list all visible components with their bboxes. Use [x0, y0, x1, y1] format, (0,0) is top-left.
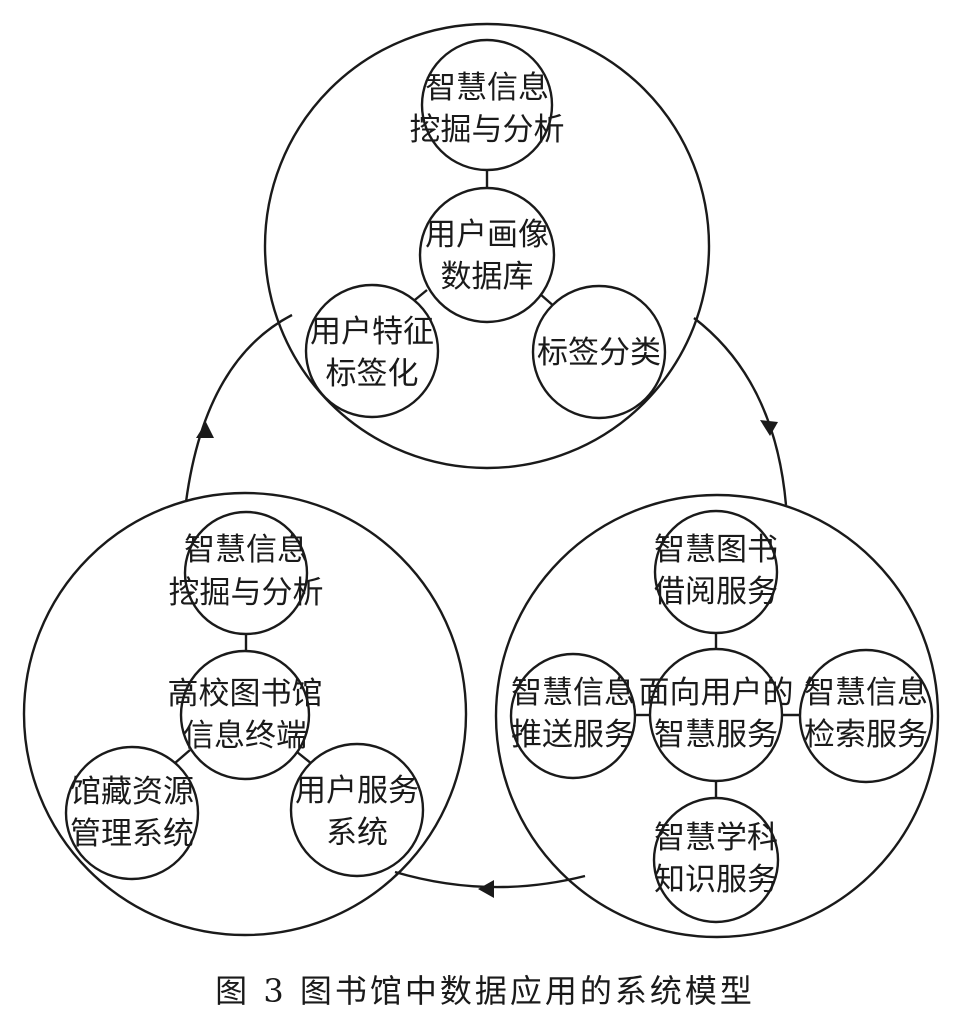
node-br-right-line1: 智慧信息 [804, 675, 928, 711]
node-bl-upper: 智慧信息 挖掘与分析 [169, 510, 324, 636]
cycle-arrow-up [196, 422, 214, 438]
node-br-lower-line1: 智慧学科 [654, 820, 778, 856]
node-bl-left: 馆藏资源 管理系统 [64, 745, 200, 881]
node-top-left-line2: 标签化 [326, 356, 419, 392]
cluster-ring-top [263, 22, 711, 470]
node-top-left-line1: 用户特征 [310, 314, 434, 350]
cycle-arc-right [693, 317, 788, 506]
node-br-left-line2: 推送服务 [511, 717, 635, 753]
node-br-lower: 智慧学科 知识服务 [652, 796, 780, 924]
node-bl-center-line2: 信息终端 [183, 718, 307, 754]
node-br-right: 智慧信息 检索服务 [798, 648, 934, 784]
node-br-center-line1: 面向用户的 [639, 675, 794, 711]
node-bl-upper-line1: 智慧信息 [184, 532, 308, 568]
figure-caption: 图 3 图书馆中数据应用的系统模型 [215, 972, 755, 1010]
cycle-arrow-down [760, 420, 778, 436]
node-bl-center: 高校图书馆 信息终端 [168, 649, 323, 781]
node-top-upper-line1: 智慧信息 [425, 70, 549, 106]
node-top-right-line1: 标签分类 [537, 335, 661, 371]
node-top-upper: 智慧信息 挖掘与分析 [410, 38, 565, 172]
node-bl-right-line2: 系统 [326, 815, 388, 851]
node-br-upper-line1: 智慧图书 [654, 532, 778, 568]
node-bl-upper-line2: 挖掘与分析 [169, 575, 324, 611]
cluster-ring-bottom-right [494, 493, 940, 939]
node-br-center-line2: 智慧服务 [654, 717, 778, 753]
link-bl-right [296, 751, 313, 765]
node-br-upper-line2: 借阅服务 [654, 574, 778, 610]
node-top-left: 用户特征 标签化 [304, 283, 440, 419]
node-top-center-line2: 数据库 [441, 259, 534, 295]
node-bl-right: 用户服务 系统 [289, 742, 425, 878]
cluster-ring-bottom-left [22, 491, 468, 937]
node-br-right-line2: 检索服务 [804, 717, 928, 753]
node-br-upper: 智慧图书 借阅服务 [653, 509, 779, 635]
node-bl-left-line2: 管理系统 [70, 816, 194, 852]
node-top-right: 标签分类 [531, 284, 667, 420]
cycle-arc-left [184, 313, 293, 503]
node-bl-right-line1: 用户服务 [295, 773, 419, 809]
node-br-lower-line2: 知识服务 [654, 862, 778, 898]
node-br-center: 面向用户的 智慧服务 [639, 647, 794, 783]
node-br-left-line1: 智慧信息 [511, 675, 635, 711]
node-br-left: 智慧信息 推送服务 [509, 652, 637, 780]
node-bl-left-line1: 馆藏资源 [70, 774, 194, 810]
node-top-center: 用户画像 数据库 [418, 186, 556, 324]
node-bl-center-line1: 高校图书馆 [168, 676, 323, 712]
node-top-upper-line2: 挖掘与分析 [410, 112, 565, 148]
cycle-arrow-left [478, 880, 494, 898]
link-bl-left [174, 749, 191, 764]
node-top-center-line1: 用户画像 [425, 217, 549, 253]
